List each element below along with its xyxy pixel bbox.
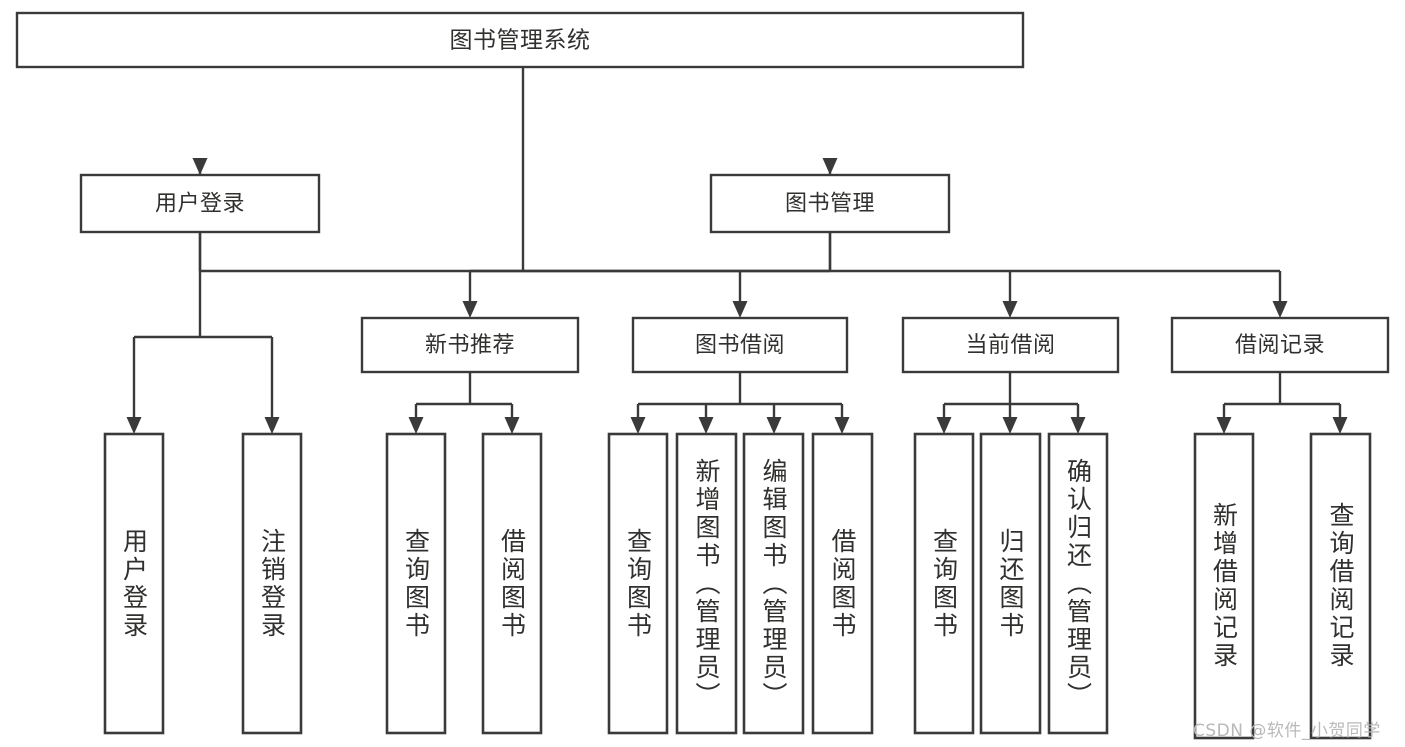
node-label-root: 图书管理系统 [450, 28, 591, 54]
edge-user-to-leaf1-arrowhead [126, 417, 142, 434]
node-box-leaf-query-book-2[interactable] [607, 432, 669, 735]
edge-book-to-current-arrowhead [1002, 301, 1018, 318]
node-box-book-borrow[interactable] [631, 316, 849, 374]
edge-current-leaf2-arrowhead [1002, 417, 1018, 434]
node-box-leaf-borrow-book-1[interactable] [481, 432, 543, 735]
node-box-leaf-add-book[interactable] [675, 432, 738, 735]
node-box-book-manage[interactable] [709, 173, 951, 234]
edge-borrow-leaf4-arrowhead [834, 417, 850, 434]
node-box-leaf-query-book-3[interactable] [913, 432, 975, 735]
edge-record-leaf1-arrowhead [1216, 417, 1232, 434]
node-label-user-login: 用户登录 [155, 192, 245, 217]
node-box-current-borrow[interactable] [901, 316, 1120, 374]
node-box-leaf-return-book[interactable] [979, 432, 1042, 735]
node-box-leaf-query-record[interactable] [1309, 432, 1372, 740]
edge-user-to-leaf2-arrowhead [264, 417, 280, 434]
edge-recommend-leaf2-arrowhead [504, 417, 520, 434]
edge-borrow-leaf1-arrowhead [630, 417, 646, 434]
node-label-borrow-record: 借阅记录 [1235, 333, 1325, 358]
edge-borrow-leaf2-arrowhead [698, 417, 714, 434]
node-box-new-book-recommend[interactable] [360, 316, 580, 374]
boxes-layer [15, 11, 1390, 740]
node-box-leaf-add-record[interactable] [1193, 432, 1255, 740]
edge-book-to-recommend-arrowhead [462, 301, 478, 318]
edge-root-to-book-manage-arrowhead [822, 158, 838, 175]
node-box-leaf-user-login[interactable] [103, 432, 165, 735]
node-box-leaf-borrow-book-2[interactable] [811, 432, 874, 735]
node-label-current-borrow: 当前借阅 [965, 333, 1055, 358]
edge-root-to-user-login-arrowhead [192, 158, 208, 175]
edge-current-leaf3-arrowhead [1070, 417, 1086, 434]
watermark: CSDN @软件_小贺同学 [1193, 721, 1381, 741]
node-box-user-login[interactable] [79, 173, 321, 234]
node-box-leaf-logout[interactable] [241, 432, 303, 735]
edge-book-to-borrow-arrowhead [732, 301, 748, 318]
node-label-book-manage: 图书管理 [785, 192, 875, 217]
edge-current-leaf1-arrowhead [936, 417, 952, 434]
edges-layer [126, 67, 1348, 434]
node-box-leaf-query-book-1[interactable] [385, 432, 447, 735]
node-box-root[interactable] [15, 11, 1025, 69]
edge-book-to-record-arrowhead [1272, 301, 1288, 318]
node-label-new-book-recommend: 新书推荐 [425, 333, 515, 358]
node-label-book-borrow: 图书借阅 [695, 333, 785, 358]
edge-borrow-leaf3-arrowhead [766, 417, 782, 434]
edge-record-leaf2-arrowhead [1332, 417, 1348, 434]
edge-recommend-leaf1-arrowhead [408, 417, 424, 434]
node-box-leaf-edit-book[interactable] [742, 432, 805, 735]
node-box-leaf-confirm-return[interactable] [1047, 432, 1109, 735]
node-box-borrow-record[interactable] [1170, 316, 1390, 374]
